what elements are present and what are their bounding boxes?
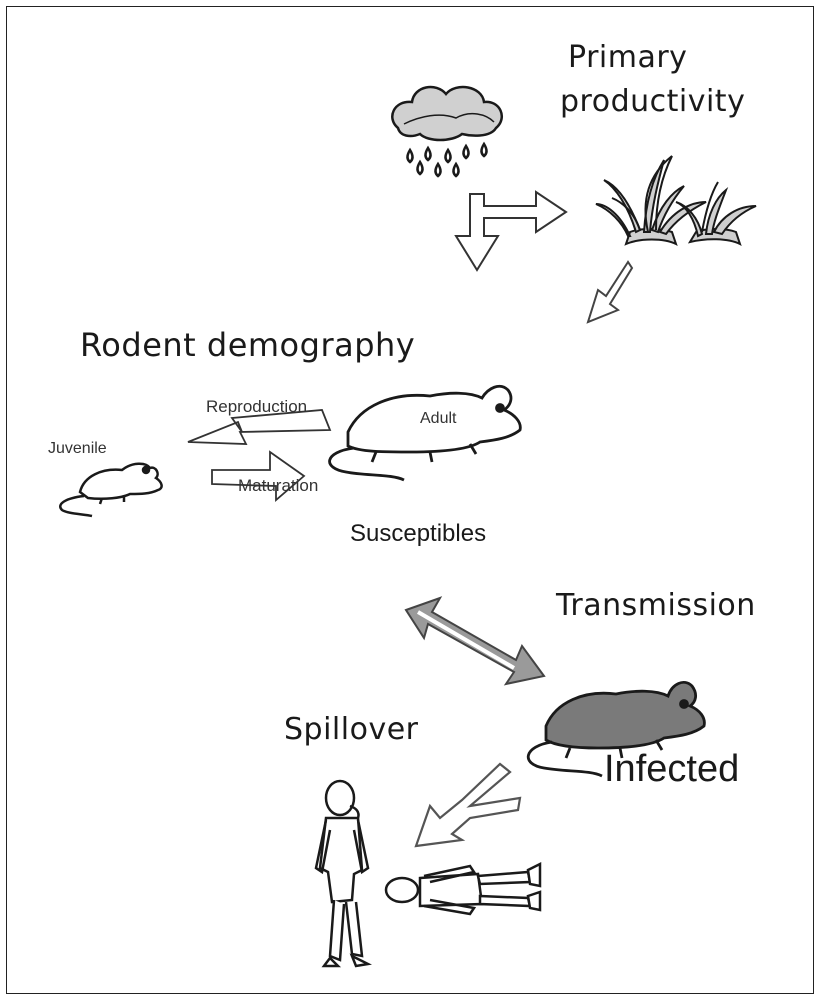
primary-productivity-title-line2: productivity — [560, 84, 745, 119]
adult-label: Adult — [420, 410, 456, 428]
susceptibles-label: Susceptibles — [350, 520, 486, 548]
transmission-double-arrow — [406, 598, 544, 684]
primary-productivity-title-line1: Primary — [568, 40, 687, 75]
transmission-title: Transmission — [556, 588, 756, 623]
infected-label: Infected — [604, 748, 739, 791]
rodent-demography-title: Rodent demography — [80, 326, 415, 364]
rain-cloud-icon — [392, 87, 501, 176]
juvenile-label: Juvenile — [48, 440, 107, 458]
reproduction-label: Reproduction — [206, 397, 307, 417]
productivity-arrow — [588, 262, 632, 322]
spillover-arrow — [416, 764, 520, 846]
grass-icon — [596, 156, 756, 244]
maturation-label: Maturation — [238, 476, 318, 496]
lying-human-icon — [386, 864, 540, 914]
spillover-title: Spillover — [284, 712, 419, 747]
adult-rodent-icon — [330, 386, 521, 480]
rain-split-arrow — [456, 192, 566, 270]
standing-human-icon — [316, 781, 368, 966]
juvenile-rodent-icon — [60, 464, 161, 516]
